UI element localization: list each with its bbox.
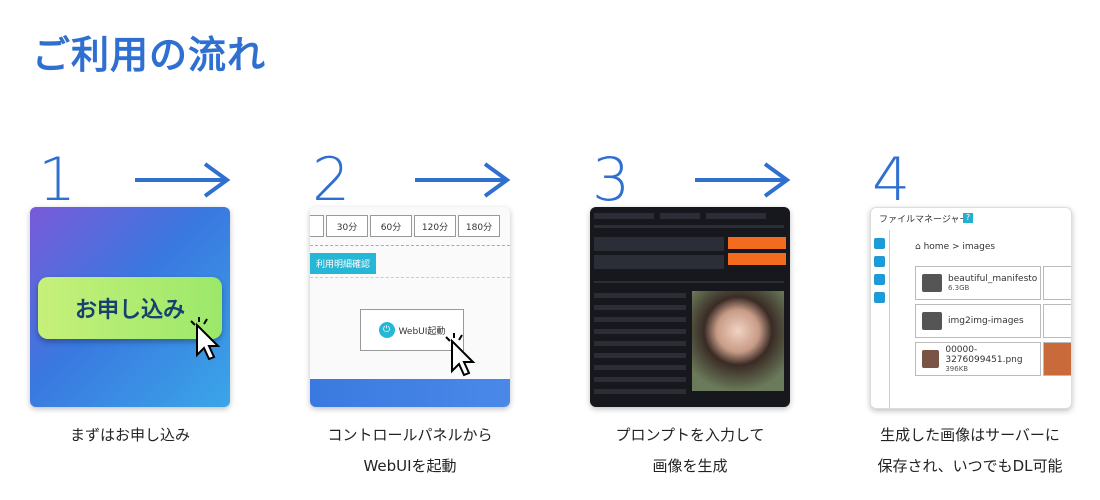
folder-icon <box>922 312 942 330</box>
folder-icon <box>922 274 942 292</box>
tab-30min: 30分 <box>326 215 368 237</box>
ui-bar <box>660 213 700 219</box>
generate-button-2 <box>728 253 786 265</box>
footer-bar <box>310 379 510 407</box>
ui-row <box>594 377 686 382</box>
power-icon: ⏻ <box>378 322 395 338</box>
file-meta: beautiful_manifesto 6.3GB <box>948 274 1037 292</box>
ui-row <box>594 353 686 358</box>
ui-row <box>594 317 686 322</box>
ui-row <box>594 389 686 394</box>
divider <box>310 245 510 246</box>
file-name: 00000-3276099451.png <box>945 345 1023 365</box>
step-1-image: お申し込み <box>30 207 230 407</box>
download-icon <box>874 238 885 249</box>
pointer-cursor-icon <box>445 333 476 377</box>
step-1-caption: まずはお申し込み <box>10 420 250 451</box>
file-name: img2img-images <box>948 316 1024 326</box>
step-number-3: 3 <box>592 145 631 215</box>
tab-60min: 60分 <box>370 215 412 237</box>
step-3-image <box>590 207 790 407</box>
file-meta: 00000-3276099451.png 396KB <box>945 345 1040 373</box>
page-title: ご利用の流れ <box>32 33 267 77</box>
ui-bar <box>706 213 766 219</box>
settings-icon <box>874 274 885 285</box>
arrow-right-icon <box>695 162 791 198</box>
file-item: 00000-3276099451.png 396KB <box>915 342 1041 376</box>
arrow-right-icon <box>415 162 511 198</box>
file-manager-title: ファイルマネージャー <box>879 215 969 225</box>
step-number-2: 2 <box>312 145 351 215</box>
generate-button <box>728 237 786 249</box>
step-number-1: 1 <box>38 145 77 215</box>
help-icon: ? <box>963 213 973 223</box>
tab-180min: 180分 <box>458 215 500 237</box>
caption-line: コントロールパネルから <box>327 426 493 444</box>
usage-details-label: 利用明細確認 <box>310 253 377 274</box>
negative-prompt-box <box>594 255 724 269</box>
file-item: img2img-images <box>915 304 1041 338</box>
file-size: 6.3GB <box>948 284 970 292</box>
caption-line: 生成した画像はサーバーに <box>880 426 1060 444</box>
file-manager-sidebar <box>871 230 890 408</box>
caption-line: 画像を生成 <box>652 457 728 475</box>
tab-120min: 120分 <box>414 215 456 237</box>
prompt-box <box>594 237 724 251</box>
file-size: 396KB <box>945 365 969 373</box>
trash-icon <box>874 292 885 303</box>
caption-line: プロンプトを入力して <box>615 426 765 444</box>
generated-image <box>692 291 784 391</box>
ui-row <box>594 365 686 370</box>
file-name: beautiful_manifesto <box>948 274 1038 284</box>
plan-tabs: 30分 60分 120分 180分 <box>310 215 500 237</box>
step-2-image: 30分 60分 120分 180分 利用明細確認 ⏻ WebUI起動 <box>310 207 510 407</box>
ui-row <box>594 305 686 310</box>
tab-edge <box>310 215 324 237</box>
caption-line: 保存され、いつでもDL可能 <box>877 457 1063 475</box>
apply-button-label: お申し込み <box>74 298 185 323</box>
breadcrumb: ⌂ home > images <box>915 242 995 252</box>
file-item-partial <box>1043 266 1071 300</box>
step-number-4: 4 <box>872 145 911 215</box>
divider <box>310 277 510 278</box>
step-4-image: ファイルマネージャー ? ⌂ home > images beautiful_m… <box>870 207 1072 409</box>
webui-launch-button: ⏻ WebUI起動 <box>360 309 464 351</box>
caption-line: まずはお申し込み <box>69 426 190 444</box>
step-2-caption: コントロールパネルから WebUIを起動 <box>290 420 530 482</box>
arrow-right-icon <box>135 162 231 198</box>
apply-button: お申し込み <box>38 277 222 339</box>
webui-launch-label: WebUI起動 <box>398 326 446 337</box>
pointer-cursor-icon <box>190 317 221 361</box>
image-thumbnail-partial <box>1043 342 1071 376</box>
caption-line: WebUIを起動 <box>363 457 457 475</box>
file-item: beautiful_manifesto 6.3GB <box>915 266 1041 300</box>
ui-row <box>594 341 686 346</box>
ui-bar <box>594 213 654 219</box>
ui-bar <box>594 281 784 283</box>
ui-row <box>594 329 686 334</box>
home-icon: ⌂ <box>915 242 921 252</box>
ui-row <box>594 293 686 298</box>
ui-bar <box>594 225 784 228</box>
file-item-partial <box>1043 304 1071 338</box>
share-icon <box>874 256 885 267</box>
breadcrumb-text: home > images <box>923 242 996 252</box>
image-thumbnail <box>922 350 940 368</box>
step-3-caption: プロンプトを入力して 画像を生成 <box>570 420 810 482</box>
step-4-caption: 生成した画像はサーバーに 保存され、いつでもDL可能 <box>850 420 1090 482</box>
